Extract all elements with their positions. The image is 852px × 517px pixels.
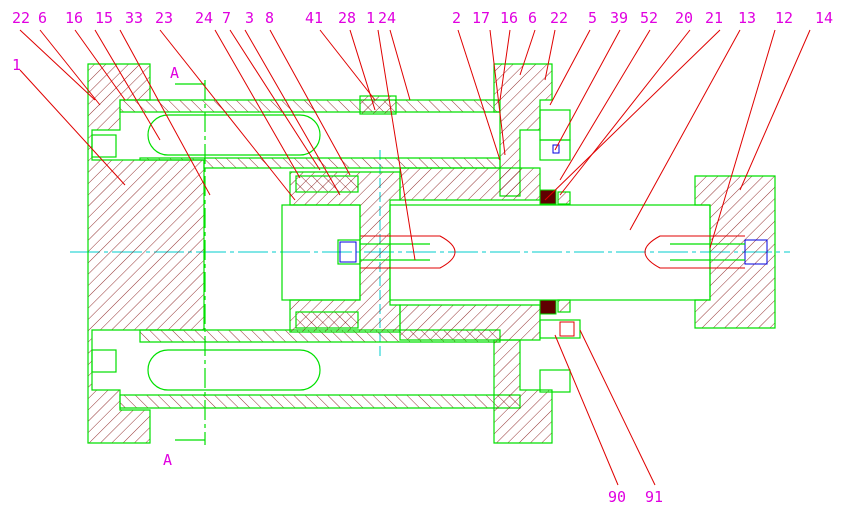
fastener-top bbox=[539, 139, 571, 161]
label-52: 52 bbox=[640, 9, 658, 27]
socket-head-right-icon bbox=[744, 239, 768, 265]
seal-housing-bottom bbox=[539, 369, 571, 393]
piston-seal-bottom bbox=[295, 311, 359, 329]
wiper-top bbox=[557, 191, 571, 205]
end-cap-right-top bbox=[493, 63, 553, 197]
rod-end bbox=[694, 175, 776, 329]
bolt-hole-top bbox=[91, 134, 117, 158]
label-8: 8 bbox=[265, 9, 274, 27]
oil-passage-bottom bbox=[147, 349, 321, 391]
label-12: 12 bbox=[775, 9, 793, 27]
label-6a: 6 bbox=[38, 9, 47, 27]
check-valve bbox=[539, 319, 581, 339]
port-boss bbox=[359, 95, 397, 115]
label-90: 90 bbox=[608, 488, 626, 506]
label-20: 20 bbox=[675, 9, 693, 27]
label-39: 39 bbox=[610, 9, 628, 27]
label-22b: 22 bbox=[550, 9, 568, 27]
label-7: 7 bbox=[222, 9, 231, 27]
seal-housing-top bbox=[539, 109, 571, 141]
label-41: 41 bbox=[305, 9, 323, 27]
section-label-top: A bbox=[170, 64, 179, 82]
end-cap-left bbox=[87, 63, 205, 444]
label-91: 91 bbox=[645, 488, 663, 506]
label-21: 21 bbox=[705, 9, 723, 27]
section-label-bottom: A bbox=[163, 451, 172, 469]
barrel-bottom-wall bbox=[119, 394, 521, 409]
label-33: 33 bbox=[125, 9, 143, 27]
label-14: 14 bbox=[815, 9, 833, 27]
guide-sleeve bbox=[399, 167, 541, 201]
label-2: 2 bbox=[452, 9, 461, 27]
piston-bore bbox=[281, 204, 361, 301]
label-24a: 24 bbox=[195, 9, 213, 27]
label-22a: 22 bbox=[12, 9, 30, 27]
label-16b: 16 bbox=[500, 9, 518, 27]
label-3: 3 bbox=[245, 9, 254, 27]
socket-head-left-icon bbox=[339, 241, 357, 263]
rod-thread-left bbox=[360, 235, 456, 269]
label-23: 23 bbox=[155, 9, 173, 27]
label-24b: 24 bbox=[378, 9, 396, 27]
check-valve-ball bbox=[559, 321, 575, 337]
label-17: 17 bbox=[472, 9, 490, 27]
label-13: 13 bbox=[738, 9, 756, 27]
oil-passage-top bbox=[147, 114, 321, 156]
label-16a: 16 bbox=[65, 9, 83, 27]
bolt-hole-bottom bbox=[91, 349, 117, 373]
label-1a: 1 bbox=[12, 56, 21, 74]
piston-seal-top bbox=[295, 175, 359, 193]
label-5: 5 bbox=[588, 9, 597, 27]
label-1b: 1 bbox=[366, 9, 375, 27]
label-28: 28 bbox=[338, 9, 356, 27]
leader-lines bbox=[19, 29, 811, 486]
guide-sleeve-bottom bbox=[399, 304, 541, 341]
rod-seal-bottom bbox=[539, 299, 557, 315]
fastener-top-icon bbox=[552, 144, 560, 154]
label-15: 15 bbox=[95, 9, 113, 27]
label-6b: 6 bbox=[528, 9, 537, 27]
wiper-bottom bbox=[557, 299, 571, 313]
rod-thread-right bbox=[644, 235, 745, 269]
